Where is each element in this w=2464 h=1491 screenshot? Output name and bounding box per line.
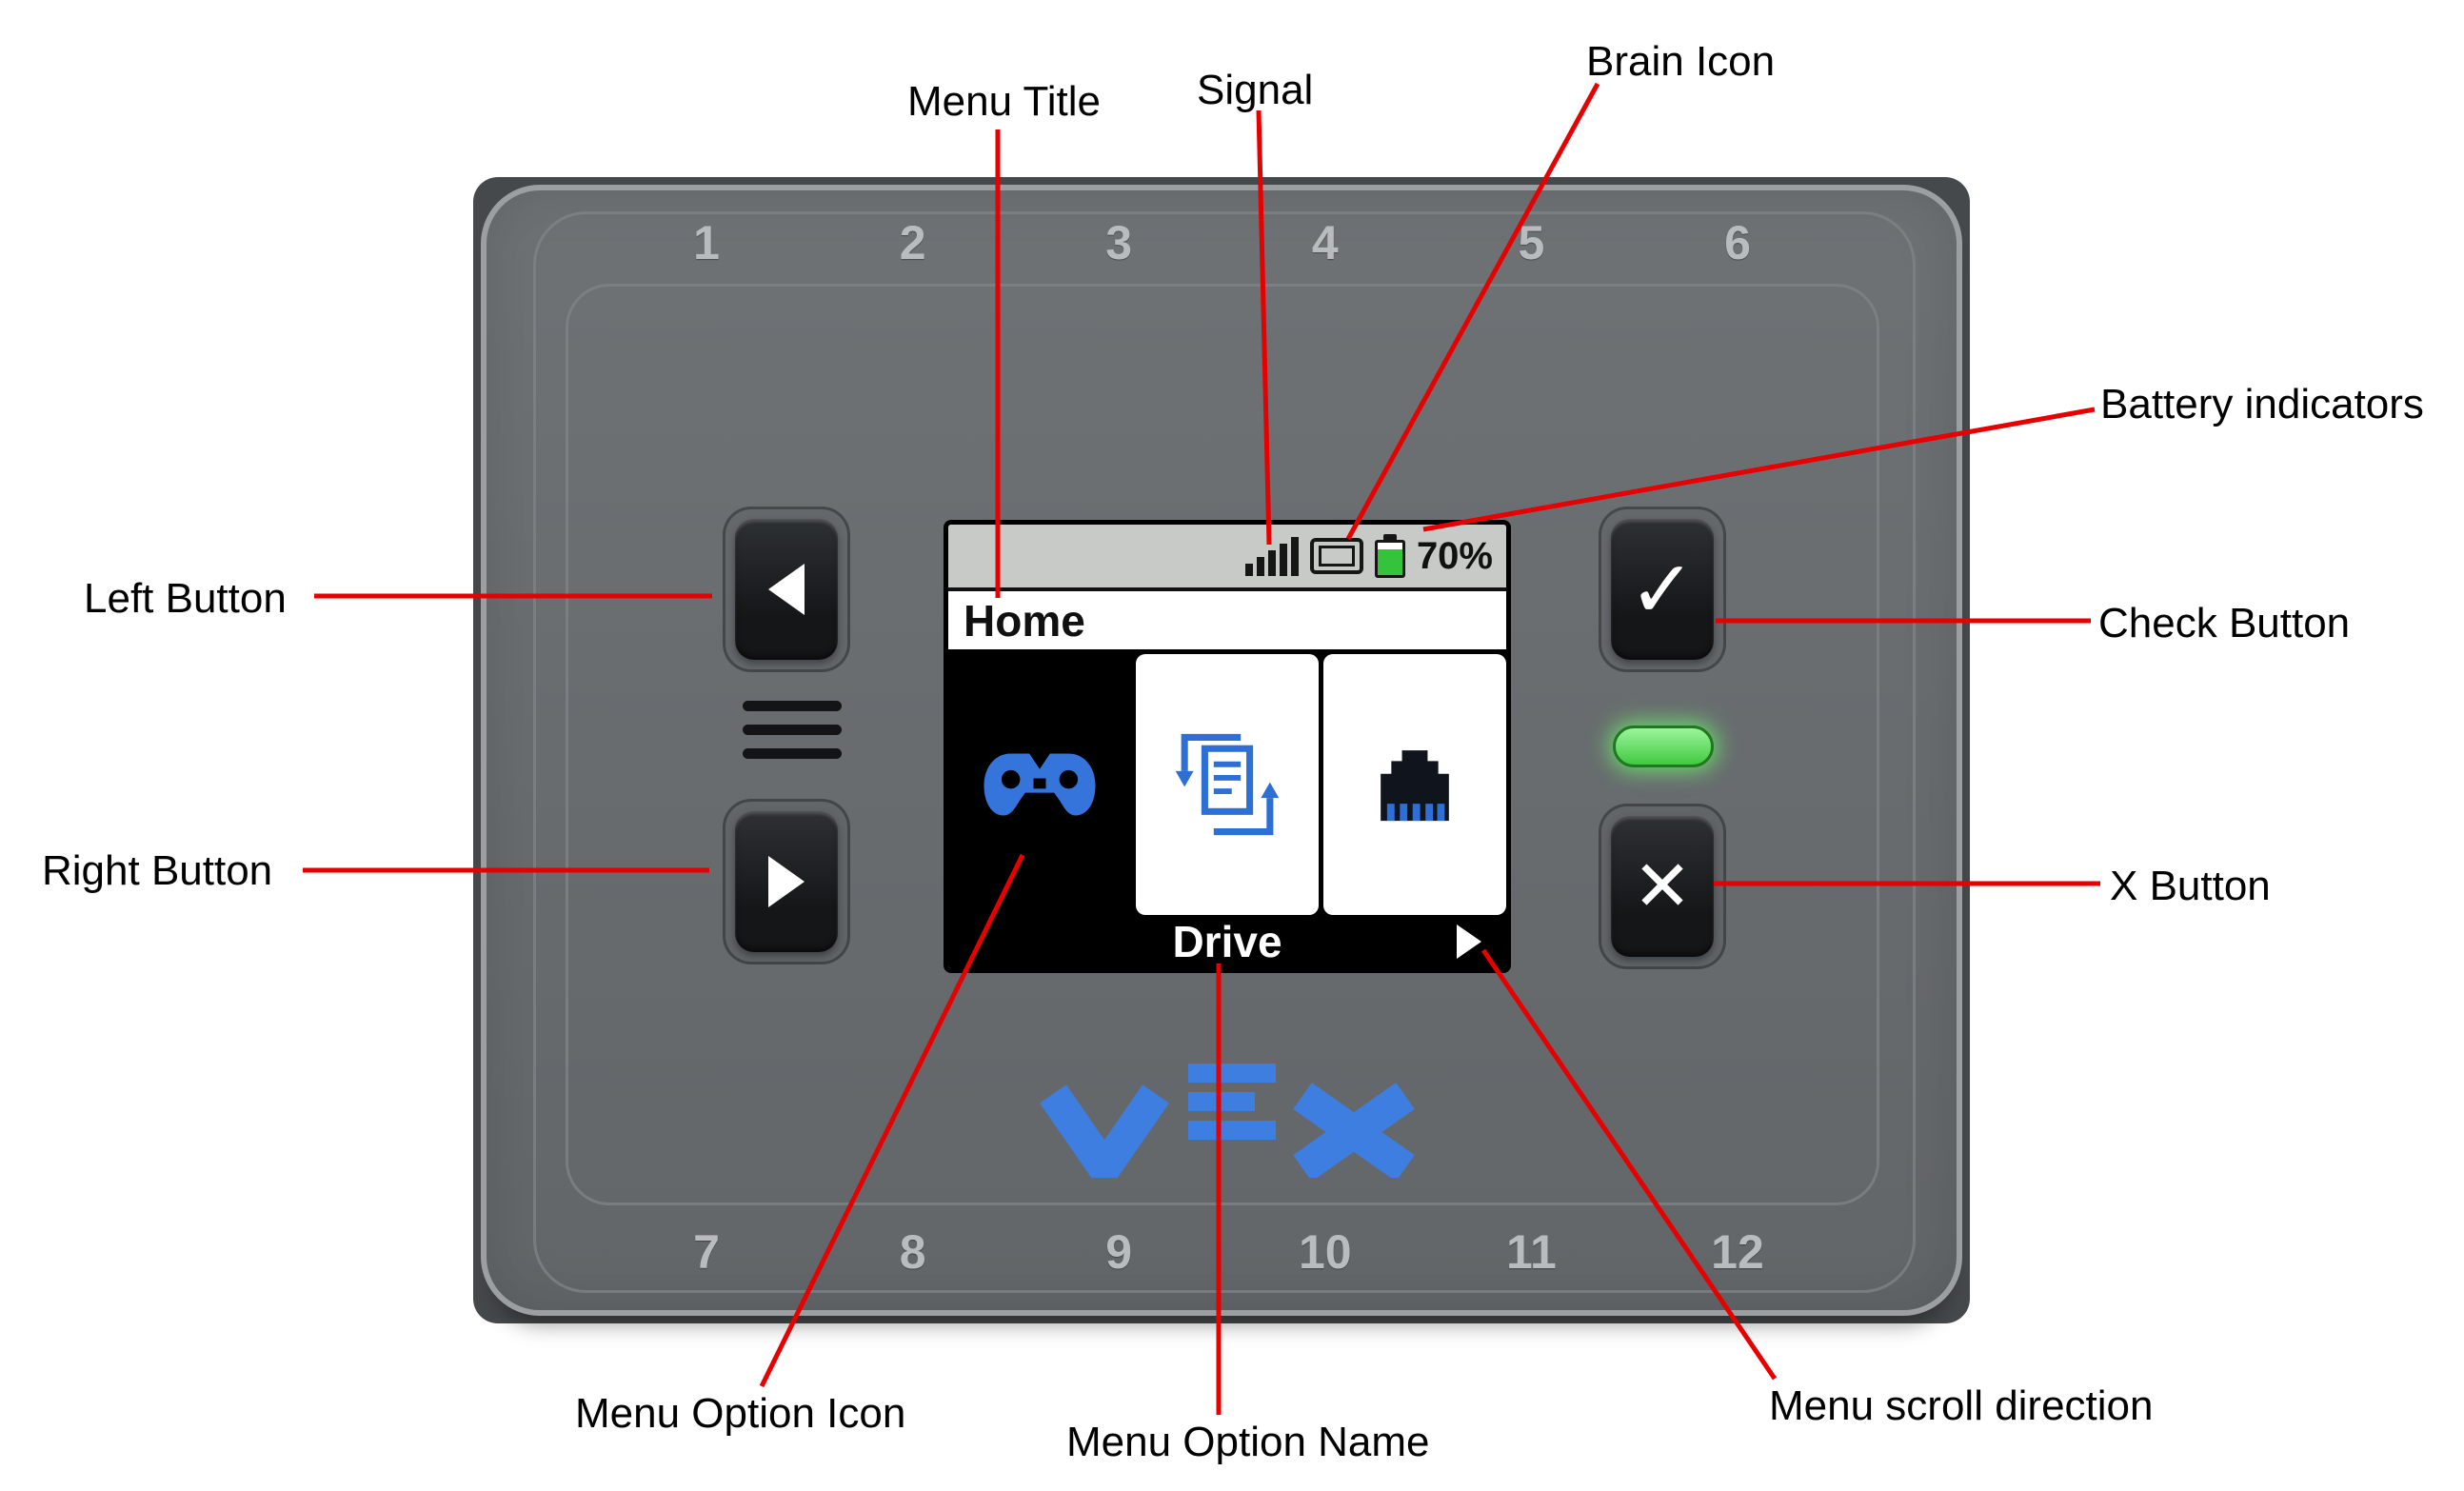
port-number: 10 <box>1298 1225 1352 1279</box>
right-button[interactable] <box>735 811 838 952</box>
annotation-label-left-button: Left Button <box>84 575 287 622</box>
annotation-label-x-button: X Button <box>2110 863 2271 909</box>
menu-option-programs[interactable] <box>1136 654 1319 915</box>
x-button[interactable]: ✕ <box>1611 816 1714 957</box>
port-jack-icon <box>1381 750 1449 822</box>
menu-title-bar: Home <box>948 591 1506 654</box>
annotation-label-check-button: Check Button <box>2098 600 2351 646</box>
menu-scroll-arrow-icon <box>1457 924 1481 959</box>
port-number: 4 <box>1311 216 1339 269</box>
right-arrow-icon <box>768 856 805 907</box>
menu-title: Home <box>964 595 1085 646</box>
status-bar: 70% <box>948 525 1506 591</box>
bottom-port-numbers: 7 8 9 10 11 12 <box>673 1224 1771 1280</box>
port-number: 8 <box>899 1225 926 1279</box>
annotation-label-menu-scroll-direction: Menu scroll direction <box>1769 1382 2154 1429</box>
left-button-ring <box>723 507 850 672</box>
top-port-numbers: 1 2 3 4 5 6 <box>673 215 1771 270</box>
port-number: 7 <box>693 1225 720 1279</box>
annotation-label-signal: Signal <box>1197 67 1314 113</box>
port-number: 12 <box>1711 1225 1764 1279</box>
left-button[interactable] <box>735 519 838 660</box>
menu-option-drive[interactable] <box>948 654 1131 915</box>
brain-screen: 70% Home <box>944 520 1511 973</box>
port-number: 5 <box>1518 216 1545 269</box>
power-led <box>1613 726 1714 767</box>
vex-iq-brain: 1 2 3 4 5 6 7 8 9 10 11 12 <box>481 185 1962 1316</box>
left-arrow-icon <box>768 564 805 615</box>
menu-option-name-bar: Drive <box>948 915 1506 968</box>
port-number: 3 <box>1105 216 1133 269</box>
annotation-label-right-button: Right Button <box>42 847 273 894</box>
battery-icon <box>1374 534 1405 578</box>
controller-icon <box>984 753 1096 816</box>
port-number: 1 <box>693 216 720 269</box>
port-number: 9 <box>1105 1225 1133 1279</box>
annotation-label-brain-icon: Brain Icon <box>1586 38 1776 85</box>
menu-option-device-info[interactable] <box>1323 654 1506 915</box>
signal-bars-icon <box>1244 536 1299 576</box>
check-button-ring: ✓ <box>1599 507 1726 672</box>
annotation-label-menu-title: Menu Title <box>907 78 1101 125</box>
annotation-label-menu-option-icon: Menu Option Icon <box>575 1390 906 1437</box>
x-button-ring: ✕ <box>1599 804 1726 969</box>
speaker-grille <box>743 701 842 759</box>
program-transfer-icon <box>1175 733 1280 836</box>
vex-logo: VEX <box>1036 1060 1417 1197</box>
x-icon: ✕ <box>1632 845 1692 927</box>
annotation-label-battery-indicators: Battery indicators <box>2100 381 2424 427</box>
annotation-label-menu-option-name: Menu Option Name <box>1066 1419 1430 1465</box>
menu-options <box>948 654 1506 915</box>
brain-icon <box>1309 538 1363 574</box>
check-button[interactable]: ✓ <box>1611 519 1714 660</box>
right-button-ring <box>723 799 850 964</box>
port-number: 6 <box>1724 216 1751 269</box>
check-icon: ✓ <box>1628 543 1697 636</box>
port-number: 2 <box>899 216 926 269</box>
menu-option-name: Drive <box>1172 917 1282 966</box>
battery-percent: 70% <box>1416 534 1493 577</box>
port-number: 11 <box>1505 1225 1557 1279</box>
